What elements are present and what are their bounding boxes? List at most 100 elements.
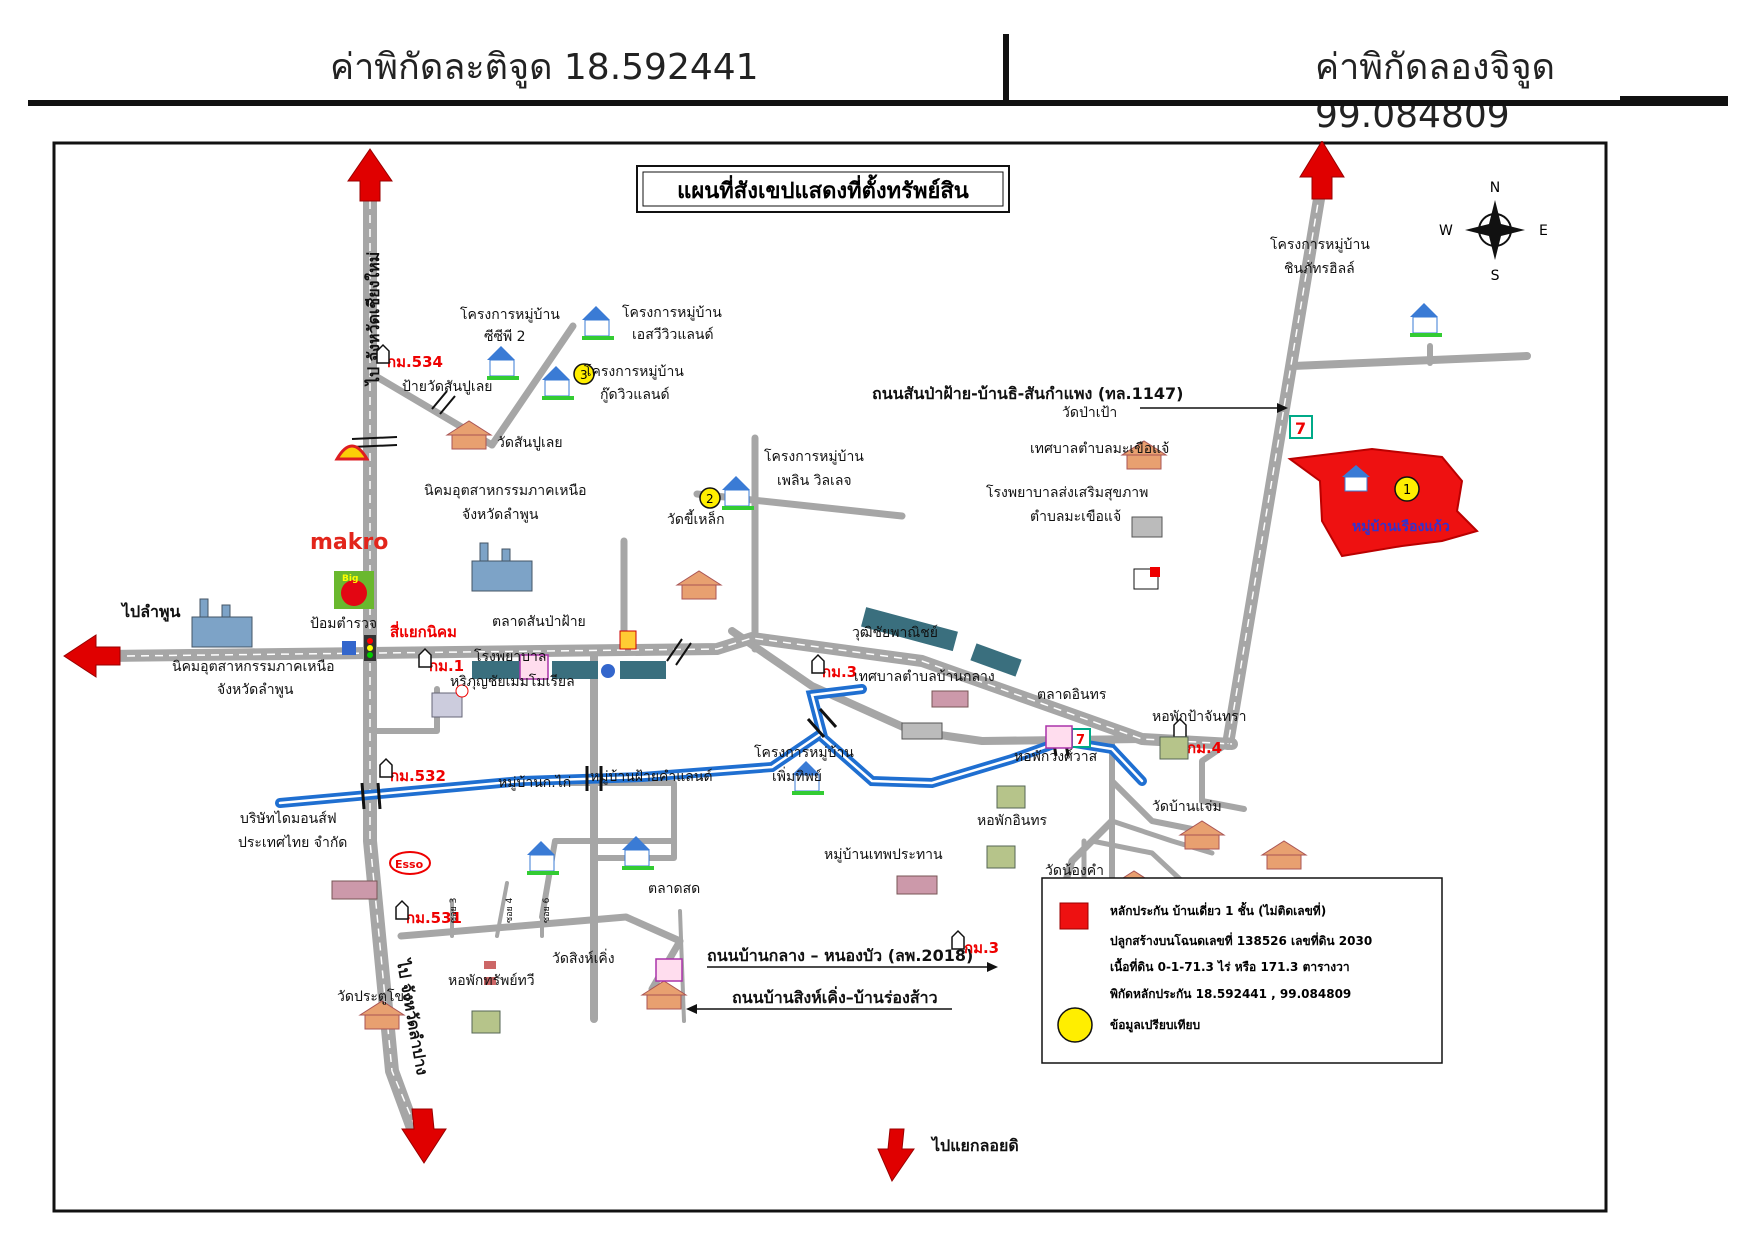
factory-icons [191,542,533,648]
latitude-label: ค่าพิกัดละติจูด 18.592441 [330,47,759,88]
label-tessaban-mae: เทศบาลตำบลมะเขือแจ้ [1030,441,1169,457]
label-market-sod: ตลาดสด [648,881,700,897]
label-hosp-a: โรงพยาบาลส่งเสริมสุขภาพ [986,484,1148,501]
legend-line1: หลักประกัน บ้านเดี่ยว 1 ชั้น (ไม่ติดเลขท… [1110,901,1326,918]
km-4: กม.4 [1187,739,1222,757]
label-diamond-b: ประเทศไทย จำกัด [238,834,347,851]
label-wat-baenjam: วัดบ้านแจ่ม [1152,799,1222,815]
label-dorm-kong: หอพักวงศ์วาส [1014,748,1098,765]
label-wat-pratu: วัดประตูโขง [337,988,411,1005]
bridges [360,708,1070,810]
label-hosp-hari-b: หริภุญชัยเมมโมเรียล [450,673,575,690]
label-vill-fai: หมู่บ้านฝ้ายคำแลนด์ [590,768,713,785]
subject-name: หมู่บ้านเรืองแก้ว [1352,519,1450,535]
building-icons [331,516,1189,1034]
legend-line3: เนื้อที่ดิน 0-1-71.3 ไร่ หรือ 171.3 ตารา… [1110,957,1350,974]
label-ind-north-a: นิคมอุตสาหกรรมภาคเหนือ [424,483,587,499]
compass-w: W [1439,223,1453,239]
label-wuttichai: วุฒิชัยพาณิชย์ [852,624,938,641]
compass-s: S [1491,268,1500,284]
label-dorm-jan: หอพักป้าจันทรา [1152,709,1246,725]
legend-subject-swatch [1059,902,1089,930]
label-vill-es-b: เอสวีวิวแลนด์ [632,326,714,343]
label-hosp-b: ตำบลมะเขือแจ้ [1030,509,1121,525]
longitude-label: ค่าพิกัดลองจิจูด 99.084809 [1315,47,1556,136]
label-ss: ป้ายวัดสันปูเลย [402,379,492,395]
label-vill-ch-a: โครงการหมู่บ้าน [1270,236,1370,253]
esso-logo: Esso [389,851,431,875]
legend-line2: ปลูกสร้างบนโฉนดเลขที่ 138526 เลขที่ดิน 2… [1110,932,1372,949]
km-531: กม.531 [406,909,462,927]
svg-text:Big: Big [342,574,358,584]
label-vill-thep: หมู่บ้านเทพประทาน [824,847,943,863]
dir-yaek: ไปแยกลอยดิ [930,1136,1019,1155]
label-vill-good-a: โครงการหมู่บ้าน [584,363,684,380]
dir-chiangmai: ไป จังหวัดเชียงใหม่ [364,252,383,387]
label-vill-good-b: กู๊ดวิวแลนด์ [600,386,670,403]
direction-arrows [63,141,1345,1183]
makro-logo: makro [310,530,388,555]
label-wat-lek: วัดขี้เหล็ก [667,509,725,528]
svg-text:1: 1 [1403,483,1411,498]
label-vill-ch-b: ชินภัทรฮิลล์ [1284,260,1355,277]
subject-marker-icon [1394,476,1420,502]
road-1147-label: ถนนสันป่าฝ้าย-บ้านธิ-สันกำแพง (ทล.1147) [872,384,1183,403]
arrow-west-icon [63,634,121,678]
legend: หลักประกัน บ้านเดี่ยว 1 ชั้น (ไม่ติดเลขท… [1041,877,1443,1064]
header-underline-accent [1620,96,1728,106]
house-icon [1342,465,1370,492]
location-map: แผนที่สังเขปแสดงที่ตั้งทรัพย์สิน N S E W [52,141,1608,1213]
header-divider [1003,34,1009,104]
label-market-in: ตลาดอินทร [1037,687,1107,703]
map-title-box: แผนที่สังเขปแสดงที่ตั้งทรัพย์สิน [636,165,1010,213]
label-wat-papao: วัดป่าเป้า [1062,405,1117,421]
compass-icon: N S E W [1439,180,1548,284]
arrow-north-icon [347,148,393,202]
label-dorm-sap: หอพักทรัพย์ทวี [448,972,535,989]
label-wat-nongkham: วัดน้องคำ [1045,863,1104,879]
km-3b: กม.3 [964,939,999,957]
compass-n: N [1490,180,1500,196]
label-vill-perm-b: เพิ่มทิพย์ [772,767,822,785]
label-vill-kokai: หมู่บ้านก.ไก่ [498,774,571,791]
label-wat-sanpuloei: วัดสันปูเลย [497,435,563,451]
label-wat-singkeng: วัดสิงห์เคิ่ง [552,949,615,967]
road-2018-label: ถนนบ้านกลาง – หนองบัว (ลพ.2018) [707,946,973,965]
label-tessaban-kl: เทศบาลตำบลบ้านกลาง [854,669,995,685]
label-diamond-a: บริษัทไดมอนส์ฟ [240,810,337,827]
label-vill-pl-a: โครงการหมู่บ้าน [764,448,864,465]
road-main [101,632,1238,750]
label-ind-west-a: นิคมอุตสาหกรรมภาคเหนือ [172,659,335,675]
junction-label: สี่แยกนิคม [390,621,457,641]
comparison-markers: 3 2 [573,363,721,509]
river [275,684,1147,808]
km-1: กม.1 [429,657,464,675]
label-market-sp: ตลาดสันป่าฝ้าย [492,614,586,630]
road-sing-label: ถนนบ้านสิงห์เคิ่ง–บ้านร่องส้าว [732,986,938,1007]
km-markers: กม.534 กม.1 กม.532 กม.531 กม.3 กม.4 กม.3… [387,353,1222,957]
arrow-yaek-icon [877,1128,915,1183]
compass-e: E [1539,223,1548,239]
label-vill-perm-a: โครงการหมู่บ้าน [754,744,854,761]
km-532: กม.532 [390,767,446,785]
svg-text:Esso: Esso [395,858,424,871]
shell-logo-icon [334,444,370,461]
label-hosp-hari-a: โรงพยาบาล [474,648,547,665]
label-dorm-in: หอพักอินทร [977,813,1048,829]
km-534: กม.534 [387,353,443,371]
legend-compare-swatch [1057,1007,1093,1043]
label-vill-cc2-b: ซีซีพี 2 [484,329,526,345]
km-3a: กม.3 [822,663,857,681]
label-ind-west-b: จังหวัดลำพูน [217,682,294,698]
svg-text:3: 3 [580,368,588,382]
label-vill-pl-b: เพลิน วิลเลจ [777,473,852,489]
arrow-banthi-icon [1299,141,1345,200]
label-soi6: ซอย 6 [542,897,552,923]
arrow-south-icon [401,1108,447,1164]
label-police: ป้อมตำรวจ [310,616,377,632]
traffic-light-icon [364,635,376,661]
seven-eleven-icon: 7 7 [1071,415,1313,748]
label-vill-es-a: โครงการหมู่บ้าน [622,304,722,321]
header-underline [28,100,1728,106]
svg-text:2: 2 [706,492,714,506]
